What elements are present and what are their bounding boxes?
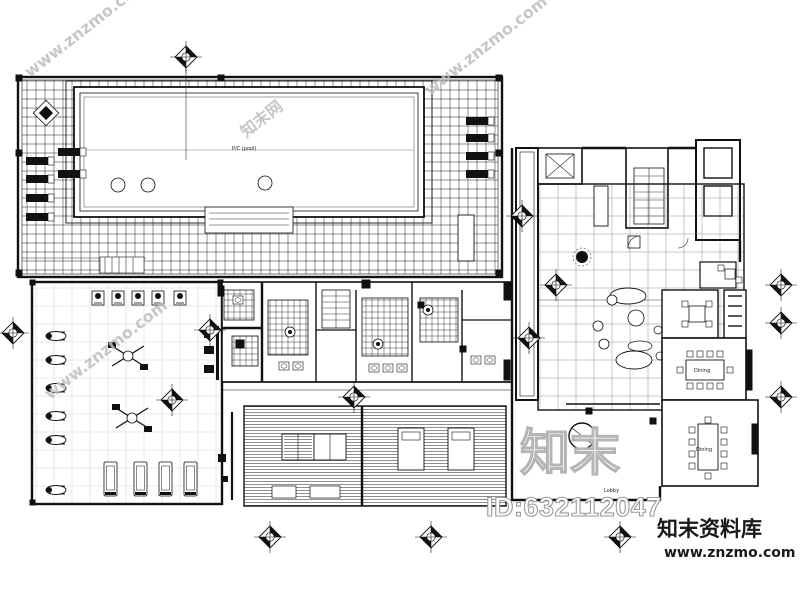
treadmill (103, 461, 118, 497)
lobby-area: Dining Dining Lobby (510, 139, 759, 502)
staircase (321, 289, 351, 329)
sun-lounger (57, 169, 87, 179)
section-marker (603, 520, 637, 554)
sun-lounger (465, 116, 495, 126)
lobby-label: Lobby (604, 488, 619, 494)
watermark-id: ID:632112047 (485, 492, 662, 522)
round-table (568, 422, 596, 450)
washbasin (278, 361, 290, 371)
massage-table (313, 433, 347, 461)
treatment-rooms (230, 405, 507, 507)
sun-lounger (25, 156, 55, 166)
washbasin (484, 355, 496, 365)
massage-table (447, 427, 475, 471)
weight-machine (91, 290, 105, 306)
sun-lounger (25, 193, 55, 203)
dining-table: Dining (676, 350, 734, 390)
dining-label: Dining (696, 447, 712, 453)
washbasin (368, 363, 380, 373)
section-marker (169, 40, 203, 74)
umbrella-table (140, 177, 156, 193)
washbasin (396, 363, 408, 373)
watermark-url: www.znzmo.com (664, 545, 796, 561)
massage-table (281, 433, 315, 461)
multi-gym-station (108, 342, 148, 370)
section-marker (764, 306, 798, 340)
umbrella-table (110, 177, 126, 193)
section-marker (253, 520, 287, 554)
dining-label: Dining (694, 368, 710, 374)
exercise-bike (45, 355, 67, 365)
pool-block: P/C (pool) (15, 60, 504, 279)
massage-table (397, 427, 425, 471)
changing-rooms (217, 279, 513, 391)
dining-table: Dining (688, 416, 728, 480)
watermark-logo-text: 知末 (520, 424, 620, 482)
washbasin (292, 361, 304, 371)
sun-lounger (25, 212, 55, 222)
section-marker (764, 380, 798, 414)
section-marker (0, 316, 30, 350)
treadmill (183, 461, 198, 497)
sun-lounger (465, 133, 495, 143)
multi-gym-station (112, 404, 152, 432)
lounge-seating (592, 287, 665, 370)
sun-lounger (25, 174, 55, 184)
treadmill (158, 461, 173, 497)
sun-lounger (465, 169, 495, 179)
exercise-bike (45, 485, 67, 495)
sun-lounger (57, 147, 87, 157)
section-marker (764, 268, 798, 302)
watermark-diagonal: www.znzmo.com (21, 0, 151, 81)
planter-icon (572, 247, 592, 267)
umbrella-table (257, 175, 273, 191)
watermark-logo: 知末 (519, 423, 620, 482)
sun-lounger (465, 151, 495, 161)
watermark-brand: 知末资料库 (657, 517, 762, 541)
exercise-bike (45, 411, 67, 421)
meeting-table (681, 300, 713, 328)
treadmill (133, 461, 148, 497)
weight-machine (173, 290, 187, 306)
shower-icon (422, 304, 434, 316)
washbasin (232, 295, 244, 305)
washbasin (382, 363, 394, 373)
exercise-bike (45, 331, 67, 341)
exercise-bike (45, 435, 67, 445)
shower-icon (284, 326, 296, 338)
section-marker (414, 520, 448, 554)
gym-area (29, 279, 228, 506)
pool-label: P/C (pool) (232, 146, 256, 152)
weight-machine (111, 290, 125, 306)
meeting-table (717, 264, 743, 284)
weight-machine (131, 290, 145, 306)
shower-icon (372, 338, 384, 350)
washbasin (470, 355, 482, 365)
lounge-table (32, 99, 60, 127)
